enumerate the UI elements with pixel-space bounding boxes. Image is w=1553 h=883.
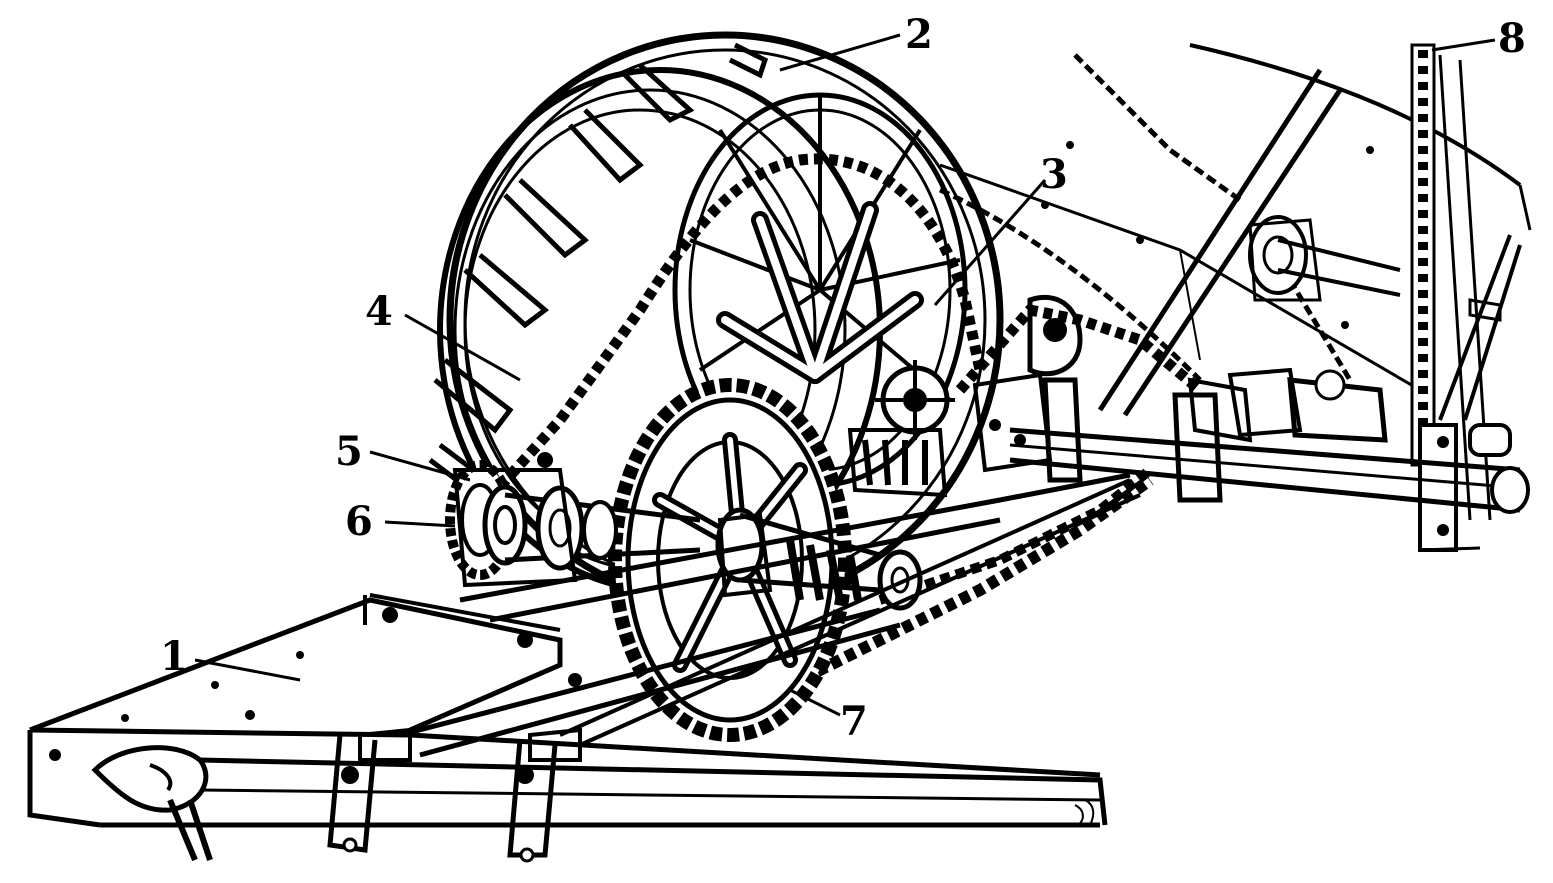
callout-labels: 1 2 3 4 5 6 7 8 bbox=[160, 11, 1526, 745]
frame-rails bbox=[399, 472, 1141, 758]
main-shaft bbox=[1009, 367, 1530, 514]
center-sprocket bbox=[847, 360, 955, 498]
leader-lines bbox=[194, 33, 1496, 717]
leader-5 bbox=[369, 450, 471, 482]
leader-7 bbox=[789, 688, 841, 717]
paddle-wheel bbox=[428, 31, 1004, 609]
callout-7: 7 bbox=[840, 698, 868, 745]
front-beam bbox=[27, 727, 1108, 863]
leader-1 bbox=[194, 658, 301, 682]
upper-right-shaft bbox=[1248, 215, 1502, 322]
hub-spring-assembly bbox=[715, 507, 923, 611]
callout-3: 3 bbox=[1040, 151, 1068, 198]
plate-1 bbox=[29, 593, 582, 733]
leader-6 bbox=[384, 520, 456, 528]
diagonal-braces bbox=[1097, 54, 1522, 521]
leader-8 bbox=[1431, 38, 1496, 52]
large-sprocket-chain bbox=[465, 153, 1204, 524]
callout-2: 2 bbox=[905, 11, 933, 58]
leader-4 bbox=[404, 313, 521, 382]
right-bearing-assembly bbox=[972, 294, 1083, 473]
callout-8: 8 bbox=[1498, 15, 1526, 62]
leader-2 bbox=[779, 33, 901, 72]
callout-6: 6 bbox=[345, 498, 373, 545]
leader-3 bbox=[933, 179, 1047, 306]
callout-5: 5 bbox=[335, 428, 363, 475]
callout-4: 4 bbox=[365, 288, 393, 335]
vertical-chain-8 bbox=[1410, 43, 1481, 552]
callout-1: 1 bbox=[160, 633, 188, 680]
upper-housing bbox=[939, 43, 1532, 392]
